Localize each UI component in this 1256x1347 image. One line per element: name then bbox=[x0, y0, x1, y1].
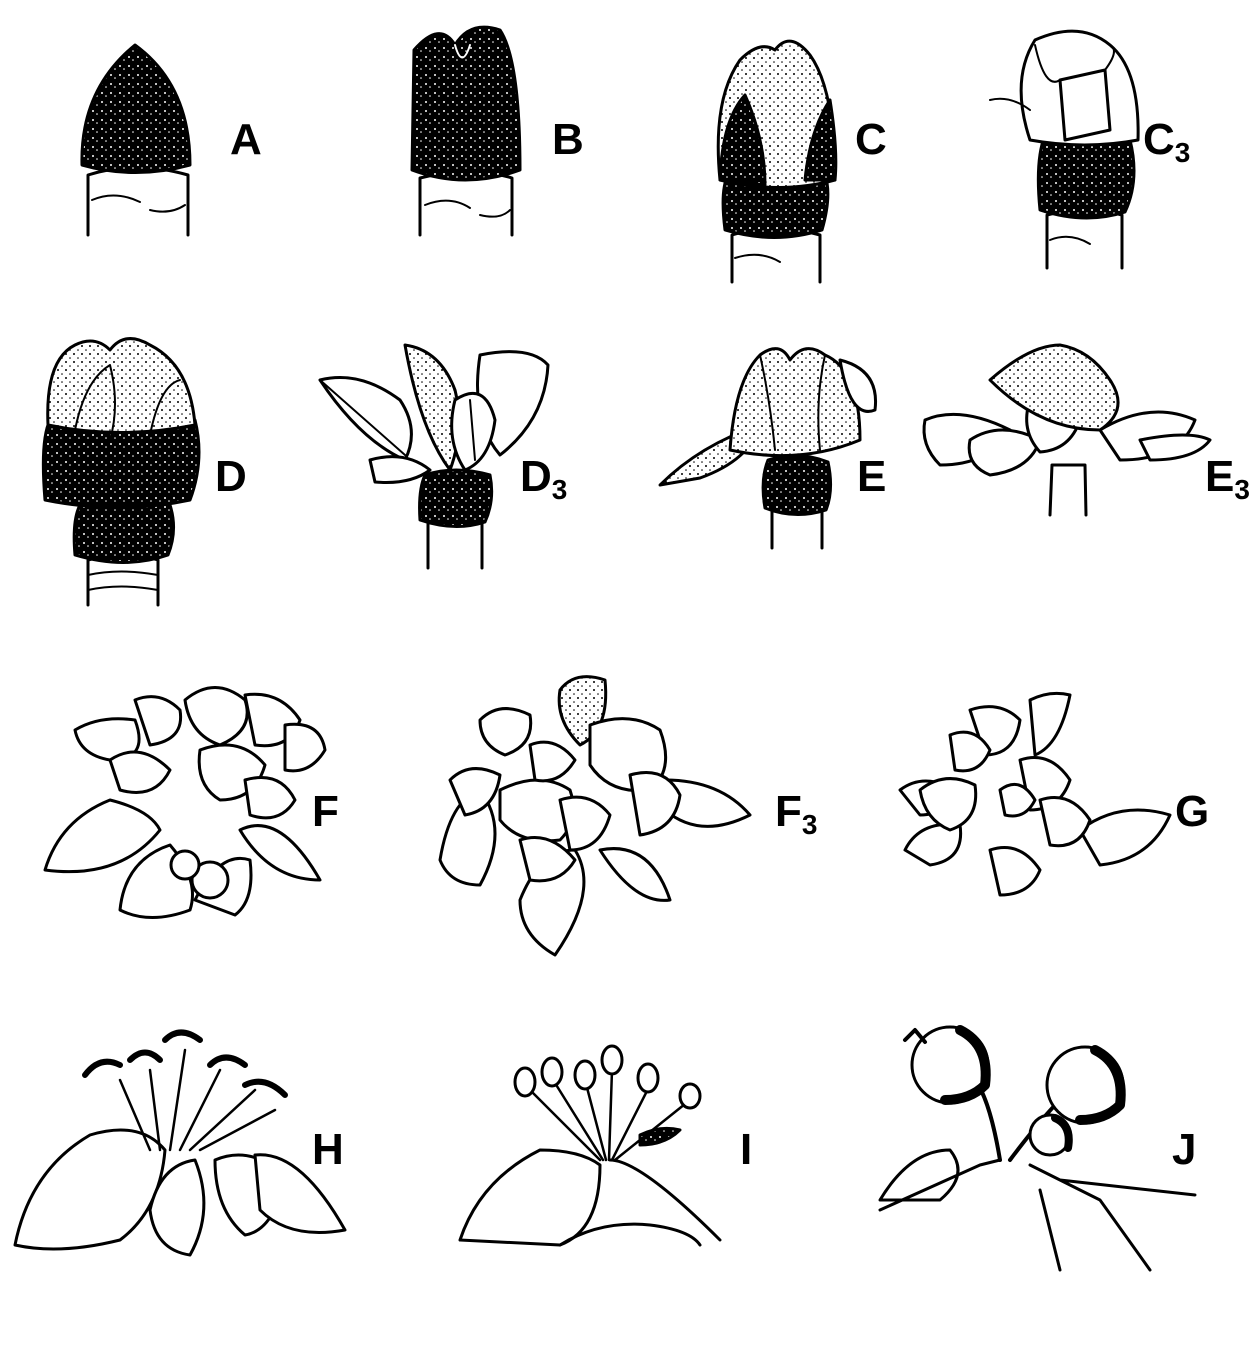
drawing-stage-E3 bbox=[924, 345, 1210, 515]
stage-label-H: H bbox=[312, 1128, 344, 1177]
drawing-stage-B bbox=[412, 27, 520, 235]
stage-label-F: F bbox=[312, 790, 339, 839]
stage-label-E3: E3 bbox=[1205, 455, 1250, 504]
stage-label-J: J bbox=[1172, 1128, 1196, 1177]
drawing-stage-D3 bbox=[320, 345, 548, 568]
drawing-stage-J bbox=[880, 1027, 1195, 1270]
drawing-stage-C bbox=[718, 41, 836, 282]
drawing-stage-D bbox=[43, 339, 199, 605]
stage-label-F3: F3 bbox=[775, 790, 817, 839]
stage-label-D: D bbox=[215, 455, 247, 504]
stage-label-A: A bbox=[230, 118, 262, 167]
drawing-stage-F3 bbox=[440, 677, 750, 955]
stage-label-D3: D3 bbox=[520, 455, 567, 504]
stage-label-C: C bbox=[855, 118, 887, 167]
drawing-stage-H bbox=[15, 1033, 345, 1256]
stage-label-B: B bbox=[552, 118, 584, 167]
drawing-stage-C3 bbox=[990, 31, 1138, 268]
stage-label-G: G bbox=[1175, 790, 1209, 839]
stage-label-E: E bbox=[857, 455, 886, 504]
drawing-stage-F bbox=[45, 688, 325, 918]
stage-label-C3: C3 bbox=[1143, 118, 1190, 167]
drawing-stage-I bbox=[460, 1046, 720, 1245]
stage-label-I: I bbox=[740, 1128, 752, 1177]
drawing-stage-A bbox=[82, 45, 190, 235]
drawing-stage-E bbox=[660, 349, 876, 548]
drawing-stage-G bbox=[900, 693, 1170, 895]
